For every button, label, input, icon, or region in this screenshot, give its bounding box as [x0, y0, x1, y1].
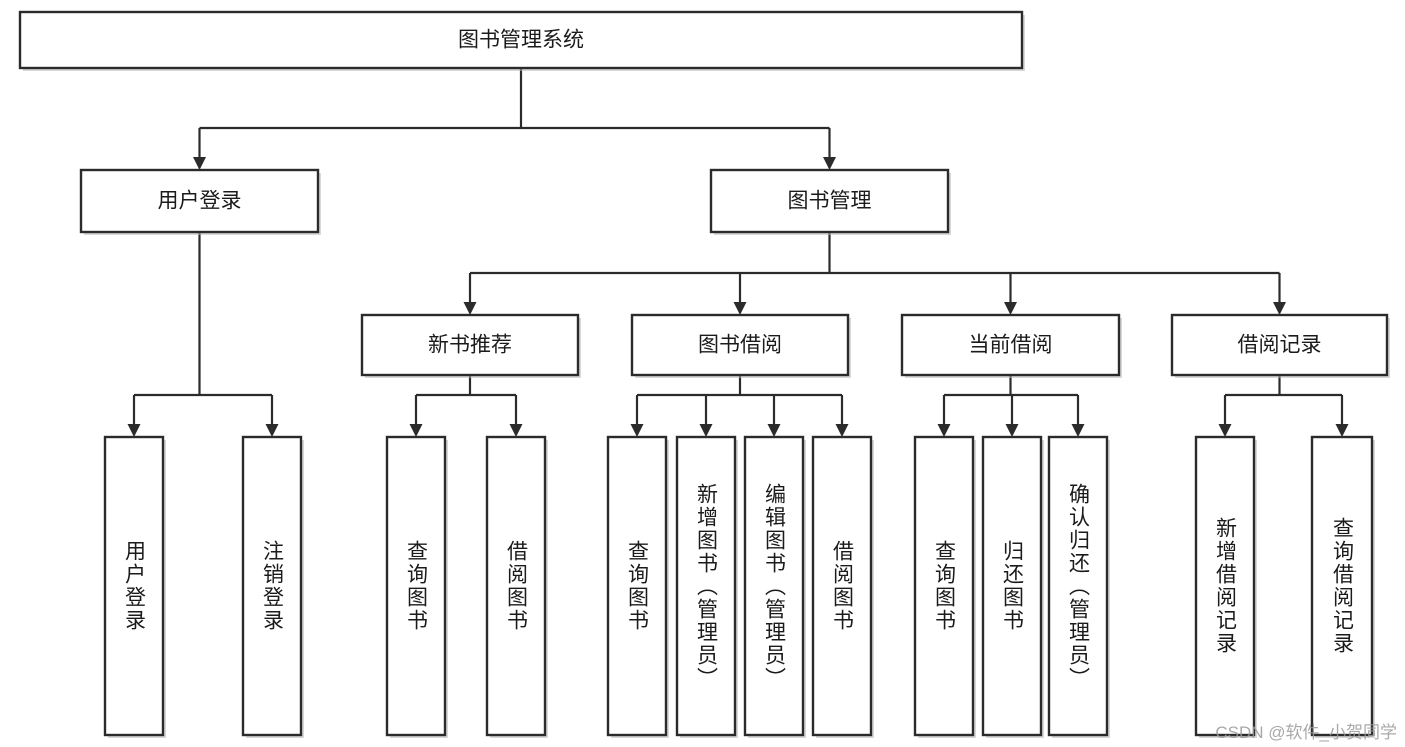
edge-group-图书借阅	[630, 375, 849, 437]
node-查询图书[interactable]	[385, 435, 447, 737]
arrow-head-当前借阅	[1004, 302, 1017, 315]
node-新书推荐-label: 新书推荐	[428, 334, 512, 357]
edge-group-图书管理系统	[193, 68, 836, 170]
node-用户登录[interactable]	[79, 168, 320, 234]
node-编辑图书管理员[interactable]	[743, 435, 805, 737]
node-确认归还管理员[interactable]	[1047, 435, 1109, 737]
node-注销登录[interactable]	[241, 435, 303, 737]
node-当前借阅-label: 当前借阅	[969, 334, 1053, 357]
node-图书管理系统[interactable]	[18, 10, 1024, 70]
node-图书管理-label: 图书管理	[788, 190, 872, 213]
arrow-head-确认归还管理员	[1071, 424, 1085, 437]
watermark-text: CSDN @软件_小贺同学	[1215, 723, 1397, 742]
node-新书推荐[interactable]	[360, 313, 580, 377]
arrow-head-查询图书	[630, 424, 644, 437]
arrow-head-图书管理	[823, 157, 836, 170]
node-借阅图书[interactable]	[485, 435, 547, 737]
arrow-head-查询图书	[937, 424, 951, 437]
node-用户登录[interactable]	[103, 435, 165, 737]
arrow-head-借阅图书	[509, 424, 523, 437]
edges-layer	[127, 68, 1349, 437]
node-借阅记录-label: 借阅记录	[1238, 334, 1322, 357]
arrow-head-查询图书	[409, 424, 423, 437]
node-查询图书[interactable]	[913, 435, 975, 737]
arrow-head-新书推荐	[463, 302, 477, 315]
node-查询借阅记录[interactable]	[1310, 435, 1374, 737]
nodes-layer	[18, 10, 1390, 738]
node-借阅记录[interactable]	[1170, 313, 1389, 377]
node-借阅图书[interactable]	[811, 435, 873, 737]
arrow-head-注销登录	[265, 424, 279, 437]
edge-group-当前借阅	[937, 375, 1085, 437]
arrow-head-编辑图书管理员	[767, 424, 781, 437]
node-图书管理[interactable]	[709, 168, 950, 234]
edge-group-用户登录	[127, 232, 279, 437]
node-新增图书管理员[interactable]	[675, 435, 737, 737]
node-图书借阅[interactable]	[630, 313, 850, 377]
node-图书借阅-label: 图书借阅	[698, 334, 782, 357]
node-当前借阅[interactable]	[900, 313, 1121, 377]
node-查询图书[interactable]	[606, 435, 668, 737]
edge-group-新书推荐	[409, 375, 523, 437]
arrow-head-新增借阅记录	[1218, 424, 1232, 437]
edge-group-借阅记录	[1218, 375, 1349, 437]
arrow-head-新增图书管理员	[699, 424, 713, 437]
arrow-head-借阅记录	[1273, 302, 1286, 315]
arrow-head-用户登录	[193, 157, 206, 170]
arrow-head-归还图书	[1005, 424, 1019, 437]
arrow-head-借阅图书	[835, 424, 849, 437]
node-新增借阅记录[interactable]	[1194, 435, 1256, 737]
node-图书管理系统-label: 图书管理系统	[458, 29, 584, 52]
arrow-head-用户登录	[127, 424, 141, 437]
edge-group-图书管理	[463, 232, 1286, 315]
node-用户登录-label: 用户登录	[158, 190, 242, 213]
node-归还图书[interactable]	[981, 435, 1043, 737]
arrow-head-查询借阅记录	[1335, 424, 1349, 437]
arrow-head-图书借阅	[733, 302, 747, 315]
